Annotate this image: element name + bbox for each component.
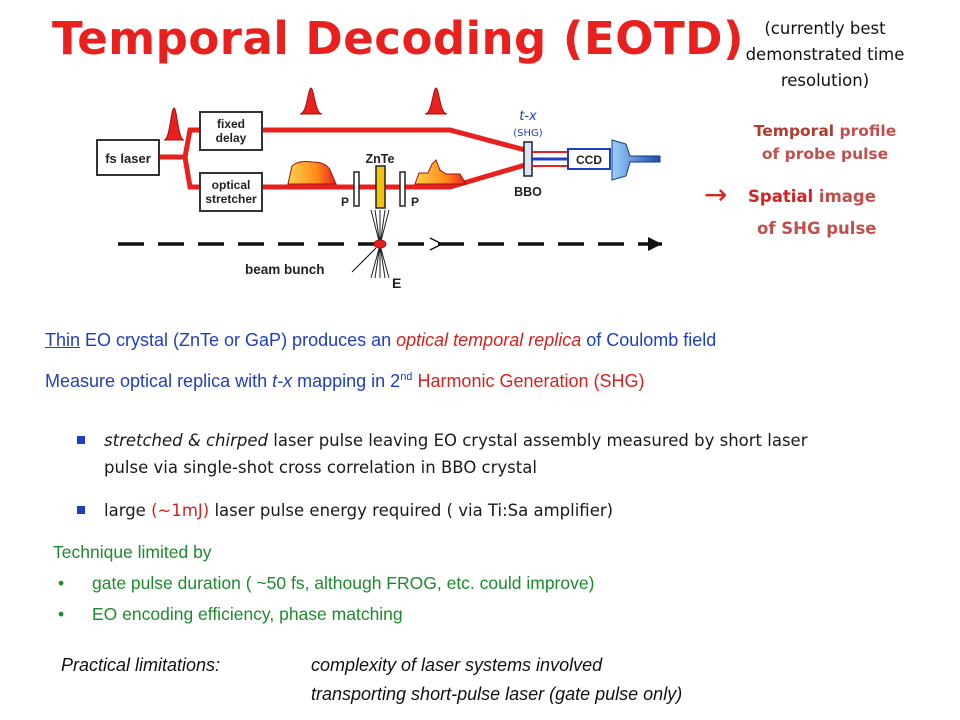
short-pulse-icon (299, 87, 323, 115)
practical-label: Practical limitations: (61, 655, 221, 675)
fixed-delay-label-2: delay (216, 131, 247, 145)
temporal-line2: of probe pulse (761, 145, 889, 163)
temporal-rest: profile (834, 122, 897, 140)
fixed-delay-box (199, 111, 263, 151)
znte-label: ZnTe (366, 152, 395, 166)
tx-label: t-x (519, 109, 537, 124)
technique-item-eo: • EO encoding efficiency, phase matching (58, 604, 403, 625)
body-line-thin-eo: Thin EO crystal (ZnTe or GaP) produces a… (45, 330, 716, 351)
p-right-label: P (411, 195, 419, 209)
line1-part-a: EO crystal (ZnTe or GaP) produces an (80, 330, 397, 350)
bullet2-part-a: large (104, 501, 152, 520)
body-line-measure: Measure optical replica with t-x mapping… (45, 371, 645, 392)
technique-item-eo-text: EO encoding efficiency, phase matching (92, 604, 403, 624)
polarizer-right (399, 171, 406, 207)
line1-part-b: of Coulomb field (581, 330, 717, 350)
line2-tx: t-x (272, 371, 293, 391)
bullet-large-energy: large (~1mJ) laser pulse energy required… (77, 497, 614, 524)
bullet1-italic: stretched & chirped (104, 431, 268, 450)
temporal-bold: Temporal (753, 122, 835, 140)
bbo-crystal (523, 141, 533, 177)
shg-small-label: (SHG) (513, 128, 543, 139)
right-arrow-icon: → (704, 178, 728, 211)
optical-stretcher-box (199, 172, 263, 212)
practical-item-1: complexity of laser systems involved (311, 655, 603, 675)
beam-bunch-label: beam bunch (245, 262, 325, 277)
bullet1-rest: laser pulse leaving EO crystal assembly … (267, 431, 808, 450)
technique-item-gate: • gate pulse duration ( ~50 fs, although … (58, 573, 594, 594)
spatial-line2: of SHG pulse (757, 219, 877, 238)
beam-bunch-pointer (351, 247, 377, 273)
fixed-delay-label-1: fixed (217, 117, 245, 131)
polarizer-left (353, 171, 360, 207)
square-bullet-icon (77, 506, 85, 514)
laser-beam-paths (158, 127, 526, 190)
stretcher-label-2: stretcher (205, 192, 257, 206)
e-field-label: E (392, 275, 401, 291)
line2-part-b: mapping in 2 (292, 371, 401, 391)
slide-title: Temporal Decoding (EOTD) (52, 12, 745, 65)
stretcher-label-1: optical (212, 178, 251, 192)
eotd-setup-diagram: fs laser fixed delay optical stretcher Z… (96, 87, 662, 291)
short-pulse-icon (424, 87, 448, 115)
square-bullet-icon (77, 436, 85, 444)
bullet2-energy: (~1mJ) (151, 501, 210, 520)
ccd-label: CCD (576, 153, 602, 167)
thin-word: Thin (45, 330, 81, 350)
bullet-stretched-chirped: stretched & chirped laser pulse leaving … (77, 427, 808, 481)
bullet1-line2: pulse via single-shot cross correlation … (104, 458, 537, 477)
stretched-pulse-icon (287, 161, 337, 185)
bullet-dot-icon: • (58, 573, 65, 593)
ccd-box (567, 148, 611, 170)
fs-laser-label: fs laser (105, 151, 151, 166)
znte-crystal (375, 165, 386, 209)
spatial-image-label: Spatial image (748, 187, 876, 206)
beam-direction-arrow-icon (429, 237, 444, 251)
optical-temporal-replica: optical temporal replica (396, 330, 582, 350)
line2-sup: nd (400, 371, 413, 383)
modulated-pulse-icon (414, 159, 467, 185)
electron-bunch (373, 239, 387, 249)
technique-heading: Technique limited by (53, 542, 212, 562)
ccd-camera-icon (611, 139, 661, 181)
technique-item-gate-text: gate pulse duration ( ~50 fs, although F… (92, 573, 595, 593)
spatial-rest: image (813, 187, 876, 206)
fs-laser-box (96, 139, 160, 176)
short-pulse-icon (163, 107, 185, 141)
line2-shg: Harmonic Generation (SHG) (412, 371, 645, 391)
bullet-dot-icon: • (58, 604, 65, 624)
line2-part-a: Measure optical replica with (45, 371, 273, 391)
temporal-profile-label: Temporal profile of probe pulse (740, 120, 910, 166)
spatial-bold: Spatial (748, 187, 814, 206)
beam-axis-arrowhead-icon (648, 237, 662, 251)
bbo-label: BBO (514, 185, 542, 199)
shg-output-beams (532, 151, 568, 167)
bullet2-part-b: laser pulse energy required ( via Ti:Sa … (209, 501, 614, 520)
practical-item-2: transporting short-pulse laser (gate pul… (311, 684, 683, 704)
resolution-note: (currently best demonstrated time resolu… (745, 19, 905, 90)
p-left-label: P (341, 195, 349, 209)
coulomb-field-lines (370, 209, 390, 279)
